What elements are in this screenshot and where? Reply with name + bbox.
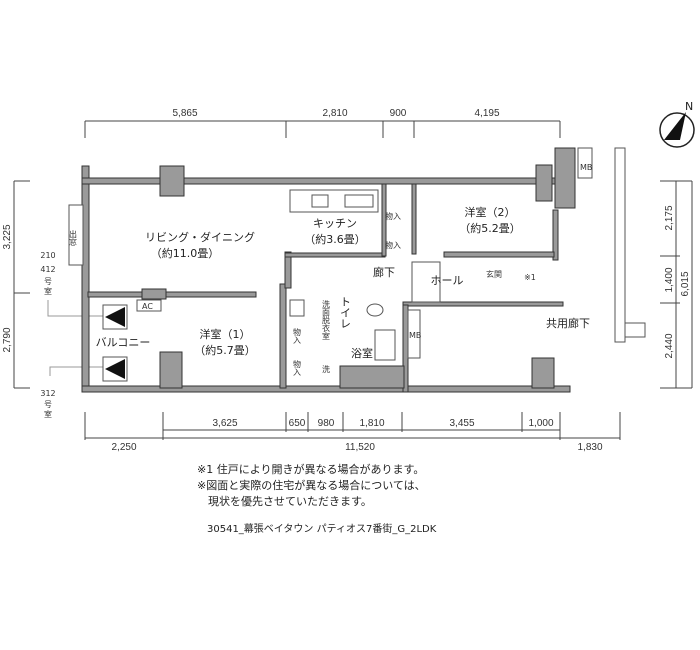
bay-window-label: 出窓 bbox=[69, 229, 78, 246]
storage-label: 物入 bbox=[293, 359, 302, 376]
note-line-2: ※図面と実際の住宅が異なる場合については、 bbox=[197, 479, 426, 492]
neighbor-upper-2: 412 bbox=[40, 265, 55, 274]
western2-name: 洋室（2） bbox=[465, 205, 516, 219]
dim-bottom-1: 3,625 bbox=[212, 418, 237, 429]
storage-label: 物入 bbox=[385, 240, 401, 250]
living-size: （約11.0畳） bbox=[151, 246, 220, 260]
sink-icon bbox=[344, 194, 374, 208]
western2-size: （約5.2畳） bbox=[459, 221, 521, 235]
bath-label: 浴室 bbox=[351, 346, 373, 360]
bottom-dimensions: 3,625 650 980 1,810 3,455 1,000 2,250 11… bbox=[84, 412, 621, 453]
note-mark: ※1 bbox=[524, 273, 536, 282]
bathtub bbox=[374, 329, 396, 361]
dim-right-1: 2,175 bbox=[664, 205, 675, 230]
neighbor-lower-2: 号 bbox=[44, 400, 52, 409]
mb-label-bottom: MB bbox=[409, 331, 421, 340]
wash-label: 洗 bbox=[322, 364, 330, 374]
dim-bottom-5: 3,455 bbox=[449, 418, 474, 429]
dim-bottom-2: 650 bbox=[289, 418, 306, 429]
neighbor-upper-4: 室 bbox=[44, 286, 52, 296]
dim-bottom-9: 1,830 bbox=[577, 442, 602, 453]
walls bbox=[81, 147, 576, 393]
balcony-label: バルコニー bbox=[96, 336, 151, 349]
toilet-icon bbox=[366, 303, 384, 317]
dim-bottom-7: 2,250 bbox=[111, 442, 136, 453]
shared-corridor-label: 共用廊下 bbox=[546, 316, 590, 330]
dim-bottom-4: 1,810 bbox=[359, 418, 384, 429]
dim-top-1: 5,865 bbox=[172, 108, 197, 119]
toilet-label: トイレ bbox=[339, 296, 352, 329]
room-labels: リビング・ダイニング （約11.0畳） キッチン （約3.6畳） 洋室（2） （… bbox=[96, 205, 590, 376]
note-line-1: ※1 住戸により開きが異なる場合があります。 bbox=[197, 463, 425, 476]
dim-right-3: 2,440 bbox=[664, 333, 675, 358]
right-dimensions: 2,175 1,400 2,440 6,015 bbox=[660, 180, 693, 389]
notes: ※1 住戸により開きが異なる場合があります。 ※図面と実際の住宅が異なる場合につ… bbox=[197, 462, 426, 510]
dim-top-3: 900 bbox=[390, 108, 407, 119]
neighbor-lower-1: 312 bbox=[40, 389, 55, 398]
entrance-label: 玄関 bbox=[486, 269, 502, 279]
storage-label: 物入 bbox=[293, 327, 302, 344]
note-line-3: 現状を優先させていただきます。 bbox=[197, 495, 372, 508]
washroom-label: 洗面脱衣室 bbox=[322, 299, 331, 340]
bay-window bbox=[68, 204, 84, 266]
corridor-label: 廊下 bbox=[373, 265, 395, 279]
western1-name: 洋室（1） bbox=[200, 327, 251, 341]
kitchen-name: キッチン bbox=[313, 217, 357, 230]
entrance-tiles bbox=[411, 261, 441, 303]
storage-label: 物入 bbox=[385, 211, 401, 221]
fixtures: 出窓 AC MB MB bbox=[68, 147, 646, 382]
dim-bottom-3: 980 bbox=[318, 418, 335, 429]
compass-icon: N bbox=[659, 100, 695, 148]
washbasin bbox=[289, 299, 305, 317]
mb-label-top: MB bbox=[580, 163, 592, 172]
kitchen-size: （約3.6畳） bbox=[304, 232, 366, 246]
dim-bottom-8: 11,520 bbox=[345, 442, 375, 453]
stove-icon bbox=[311, 194, 329, 208]
dim-bottom-6: 1,000 bbox=[528, 418, 553, 429]
ac-label: AC bbox=[142, 302, 153, 311]
western1-size: （約5.7畳） bbox=[194, 343, 256, 357]
compass-north: N bbox=[685, 100, 693, 113]
dim-left-1: 3,225 bbox=[2, 224, 13, 249]
hall-label: ホール bbox=[431, 274, 464, 287]
dim-right-total: 6,015 bbox=[680, 271, 691, 296]
dim-left-2: 2,790 bbox=[2, 327, 13, 352]
top-dimensions: 5,865 2,810 900 4,195 bbox=[84, 108, 561, 138]
dim-top-4: 4,195 bbox=[474, 108, 499, 119]
plan-caption: 30541_幕張ベイタウン パティオス7番街_G_2LDK bbox=[207, 524, 437, 535]
dim-top-2: 2,810 bbox=[322, 108, 347, 119]
living-name: リビング・ダイニング bbox=[145, 230, 255, 244]
neighbor-upper-3: 号 bbox=[44, 277, 52, 286]
neighbor-upper-1: 210 bbox=[40, 251, 55, 260]
neighbor-lower-3: 室 bbox=[44, 409, 52, 419]
dim-right-2: 1,400 bbox=[664, 267, 675, 292]
